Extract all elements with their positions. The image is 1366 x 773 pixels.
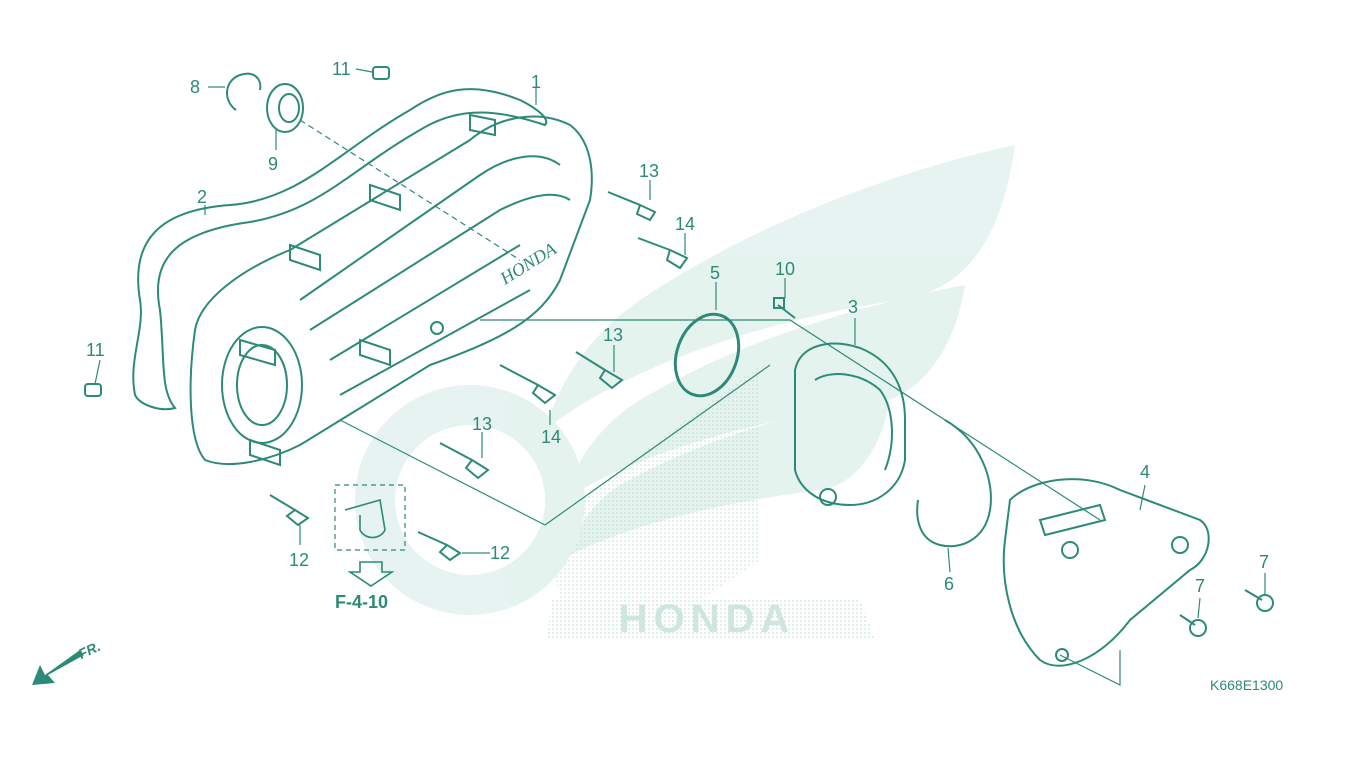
bearing-part-9 [266,83,304,133]
clip-bracket [344,498,386,539]
callout-9: 9 [268,154,279,174]
bolts [269,191,796,562]
callout-12a: 12 [289,550,310,570]
callout-6: 6 [944,574,955,594]
gasket-part-2 [132,88,548,411]
callout-11b: 11 [86,340,105,360]
watermark-wordmark [548,600,875,640]
callout-2: 2 [197,187,208,207]
callout-14a: 14 [675,214,696,234]
inner-cover-part-3 [794,342,906,507]
callout-3: 3 [848,297,859,317]
gasket-part-6 [916,419,992,548]
left-crankcase-cover-part-1: HONDA [189,113,593,467]
callout-7b: 7 [1195,576,1206,596]
callout-10: 10 [775,259,796,279]
watermark-wing [355,145,1015,615]
callout-5: 5 [710,263,721,283]
callout-8: 8 [190,77,201,97]
cover-brand-text: HONDA [496,238,561,289]
callout-12b: 12 [490,543,511,563]
diagram-code: K668E1300 [1210,677,1284,693]
ref-arrow-icon [347,561,395,587]
dowel-pin-part-11-top [372,66,390,80]
callout-4: 4 [1140,462,1151,482]
callout-7a: 7 [1259,552,1270,572]
o-ring-part-5 [673,312,741,398]
front-arrow-icon [32,650,84,685]
callout-14b: 14 [541,427,562,447]
outer-cover-part-4 [1002,478,1210,667]
screws-part-7 [1179,589,1274,637]
watermark-text: HONDA [618,596,796,641]
ref-box [334,484,406,551]
callout-13b: 13 [603,325,624,345]
circlip-part-8 [226,72,262,111]
callout-1: 1 [531,72,542,92]
reference-link-f-4-10[interactable]: F-4-10 [335,592,389,612]
callout-11a: 11 [332,59,351,79]
dowel-pin-part-11-left [84,383,102,397]
callout-13c: 13 [472,414,493,434]
callout-13a: 13 [639,161,660,181]
leader-lines [94,68,1266,686]
